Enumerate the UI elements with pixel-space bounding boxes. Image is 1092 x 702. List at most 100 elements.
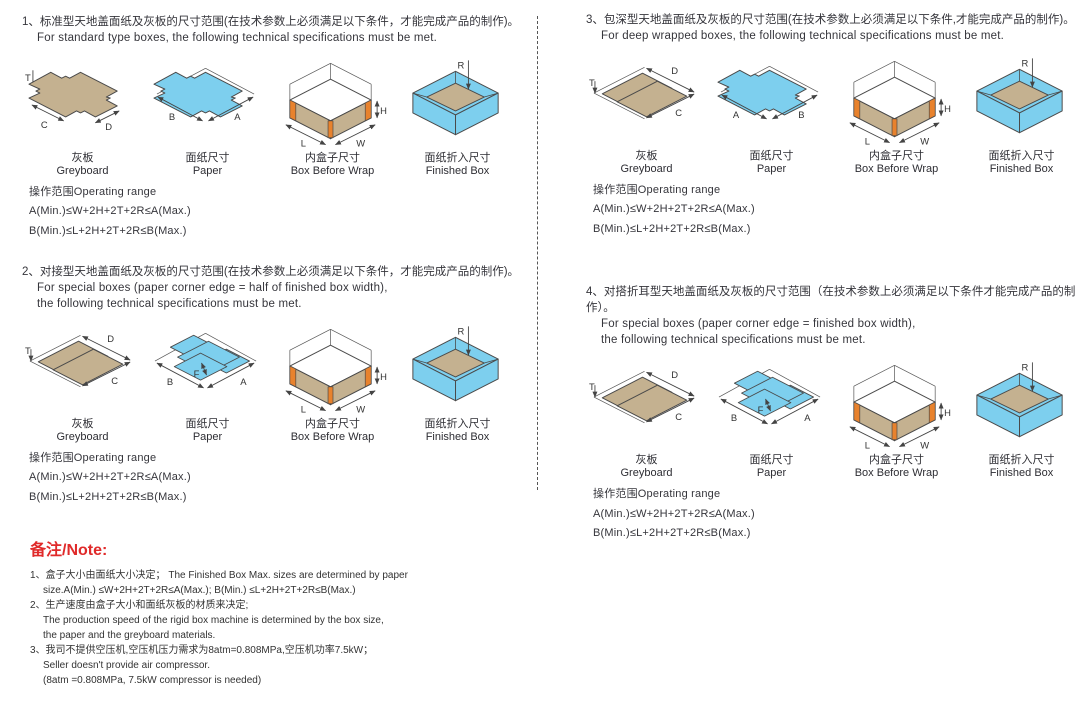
operating-range-title: 操作范围Operating range — [29, 186, 157, 199]
note-item-1: 1、盒子大小由面纸大小决定； The Finished Box Max. siz… — [30, 568, 500, 598]
diagram-row: T D C 灰板 Greyboard A B 面纸尺寸 Paper — [588, 53, 1091, 176]
diagram-label-zh: 内盒子尺寸 — [869, 454, 924, 467]
column-divider — [537, 16, 538, 490]
diagram-paper: B A F 面纸尺寸 Paper — [149, 321, 266, 444]
dim-label: W — [356, 404, 365, 415]
diagram-label-en: Paper — [192, 165, 223, 178]
dim-label: T — [25, 72, 31, 83]
dim-label: D — [105, 121, 112, 132]
paper-blank-image: B A F — [149, 321, 266, 417]
diagram-label-en: Box Before Wrap — [854, 163, 939, 176]
operating-range-title: 操作范围Operating range — [29, 452, 157, 465]
dim-label: H — [380, 371, 387, 382]
diagram-label-en: Greyboard — [620, 163, 673, 176]
diagram-label-en: Finished Box — [425, 431, 490, 444]
dim-label: B — [731, 412, 737, 423]
diagram-finished-box: R 面纸折入尺寸 Finished Box — [963, 53, 1080, 176]
paper-blank-image: B A F — [713, 357, 830, 453]
dim-label: H — [944, 407, 951, 418]
diagram-greyboard: T C D 灰板 Greyboard — [24, 55, 141, 178]
note-line: (8atm =0.808MPa, 7.5kW compressor is nee… — [43, 675, 262, 686]
dim-label: L — [865, 440, 870, 451]
diagram-paper: B A F 面纸尺寸 Paper — [713, 357, 830, 480]
section-title-zh: 4、对搭折耳型天地盖面纸及灰板的尺寸范围（在技术参数上必须满足以下条件才能完成产… — [586, 286, 1076, 315]
diagram-label-en: Finished Box — [425, 165, 490, 178]
diagram-label-zh: 灰板 — [71, 418, 94, 431]
diagram-label-en: Greyboard — [56, 165, 109, 178]
greyboard-blank-image: T D C — [25, 334, 141, 417]
open-box-image: L W H — [274, 55, 387, 149]
diagram-row: T D C 灰板 Greyboard B A F 面纸尺寸 P — [588, 357, 1091, 480]
dim-label: W — [920, 136, 929, 147]
diagram-label-zh: 面纸尺寸 — [185, 152, 230, 165]
diagram-greyboard: T D C 灰板 Greyboard — [24, 321, 141, 444]
notes-heading: 备注/Note: — [30, 542, 108, 559]
diagram-label-zh: 灰板 — [635, 150, 658, 163]
note-line: The production speed of the rigid box ma… — [43, 615, 384, 626]
diagram-row: T C D 灰板 Greyboard B A 面纸尺寸 Paper — [24, 55, 527, 178]
dim-label: A — [234, 111, 241, 122]
dim-label: F — [758, 404, 764, 415]
dim-label: A — [240, 376, 247, 387]
formula-a: A(Min.)≤W+2H+2T+2R≤A(Max.) — [593, 203, 755, 216]
diagram-label-zh: 面纸尺寸 — [749, 150, 794, 163]
dim-label: C — [41, 119, 48, 130]
note-line: size.A(Min.) ≤W+2H+2T+2R≤A(Max.); B(Min.… — [43, 585, 356, 596]
diagram-box-before-wrap: L W H 内盒子尺寸 Box Before Wrap — [838, 53, 955, 176]
diagram-label-zh: 面纸折入尺寸 — [988, 454, 1055, 467]
dim-label: R — [1022, 57, 1029, 68]
dim-label: C — [675, 411, 682, 422]
diagram-finished-box: R 面纸折入尺寸 Finished Box — [963, 357, 1080, 480]
section-special-boxes-full-width: 4、对搭折耳型天地盖面纸及灰板的尺寸范围（在技术参数上必须满足以下条件才能完成产… — [586, 284, 1091, 543]
dim-label: C — [111, 375, 118, 386]
dim-label: R — [458, 59, 465, 70]
formula-a: A(Min.)≤W+2H+2T+2R≤A(Max.) — [29, 471, 191, 484]
diagram-label-en: Box Before Wrap — [290, 165, 375, 178]
diagram-label-en: Paper — [756, 163, 787, 176]
note-line: 3、我司不提供空压机,空压机压力需求为8atm=0.808MPa,空压机功率7.… — [30, 645, 374, 656]
dim-label: A — [804, 412, 811, 423]
dim-label: D — [107, 334, 114, 345]
diagram-label-zh: 内盒子尺寸 — [869, 150, 924, 163]
formula-a: A(Min.)≤W+2H+2T+2R≤A(Max.) — [593, 507, 755, 520]
section-title-en: For deep wrapped boxes, the following te… — [601, 30, 1005, 43]
dim-label: T — [25, 345, 31, 356]
diagram-paper: A B 面纸尺寸 Paper — [713, 53, 830, 176]
diagram-box-before-wrap: L W H 内盒子尺寸 Box Before Wrap — [274, 55, 391, 178]
diagram-label-zh: 面纸折入尺寸 — [424, 418, 491, 431]
diagram-label-en: Finished Box — [989, 163, 1054, 176]
dim-label: B — [167, 376, 173, 387]
section-standard-boxes: 1、标准型天地盖面纸及灰板的尺寸范围(在技术参数上必须满足以下条件，才能完成产品… — [22, 14, 527, 241]
note-line: 1、盒子大小由面纸大小决定； The Finished Box Max. siz… — [30, 570, 408, 581]
dim-label: W — [920, 440, 929, 451]
operating-range: 操作范围Operating range A(Min.)≤W+2H+2T+2R≤A… — [22, 449, 527, 507]
dim-label: C — [675, 107, 682, 118]
dim-label: R — [1022, 362, 1029, 373]
open-box-image: L W H — [838, 357, 951, 451]
note-line: the paper and the greyboard materials. — [43, 630, 216, 641]
greyboard-blank-image: T D C — [589, 370, 705, 453]
section-title-en: For special boxes (paper corner edge = f… — [601, 318, 916, 331]
diagram-label-en: Finished Box — [989, 467, 1054, 480]
diagram-greyboard: T D C 灰板 Greyboard — [588, 357, 705, 480]
diagram-paper: B A 面纸尺寸 Paper — [149, 55, 266, 178]
diagram-label-en: Paper — [192, 431, 223, 444]
formula-b: B(Min.)≤L+2H+2T+2R≤B(Max.) — [29, 490, 187, 503]
formula-a: A(Min.)≤W+2H+2T+2R≤A(Max.) — [29, 205, 191, 218]
diagram-label-zh: 面纸尺寸 — [185, 418, 230, 431]
section-title-en: the following technical specifications m… — [601, 334, 866, 347]
greyboard-blank-image: T C D — [25, 55, 141, 132]
finished-box-image: R — [399, 326, 516, 417]
dim-label: B — [798, 109, 804, 120]
dim-label: L — [301, 138, 306, 149]
dim-label: H — [380, 105, 387, 116]
operating-range-title: 操作范围Operating range — [593, 184, 721, 197]
diagram-label-zh: 灰板 — [635, 454, 658, 467]
note-item-3: 3、我司不提供空压机,空压机压力需求为8atm=0.808MPa,空压机功率7.… — [30, 643, 500, 688]
dim-label: D — [671, 370, 678, 381]
formula-b: B(Min.)≤L+2H+2T+2R≤B(Max.) — [593, 222, 751, 235]
dim-label: R — [458, 326, 465, 337]
open-box-image: L W H — [274, 321, 387, 415]
section-title-zh: 1、标准型天地盖面纸及灰板的尺寸范围(在技术参数上必须满足以下条件，才能完成产品… — [22, 16, 520, 28]
